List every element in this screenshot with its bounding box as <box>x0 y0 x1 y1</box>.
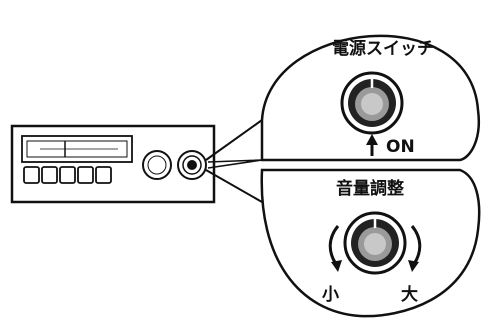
preset-button <box>23 166 40 184</box>
tone-knob <box>142 150 172 180</box>
rotate-left-arrow-icon <box>328 225 342 272</box>
preset-button <box>77 166 94 184</box>
volume-control-callout: 音量調整 小 大 <box>260 168 481 318</box>
power-switch-title: 電源スイッチ <box>332 38 434 59</box>
up-arrow-icon <box>366 134 378 156</box>
power-volume-knob <box>177 150 207 180</box>
power-on-label: ON <box>386 137 415 157</box>
volume-knob <box>343 211 407 275</box>
power-knob <box>340 71 404 135</box>
preset-buttons <box>23 166 112 184</box>
volume-max-label: 大 <box>401 284 418 305</box>
rotate-right-arrow-icon <box>408 225 422 272</box>
preset-button <box>41 166 58 184</box>
radio-unit <box>10 124 216 204</box>
power-switch-callout: 電源スイッチ ON <box>260 34 481 162</box>
volume-min-label: 小 <box>322 285 339 305</box>
volume-control-title: 音量調整 <box>336 178 404 199</box>
preset-button <box>59 166 76 184</box>
preset-button <box>95 166 112 184</box>
